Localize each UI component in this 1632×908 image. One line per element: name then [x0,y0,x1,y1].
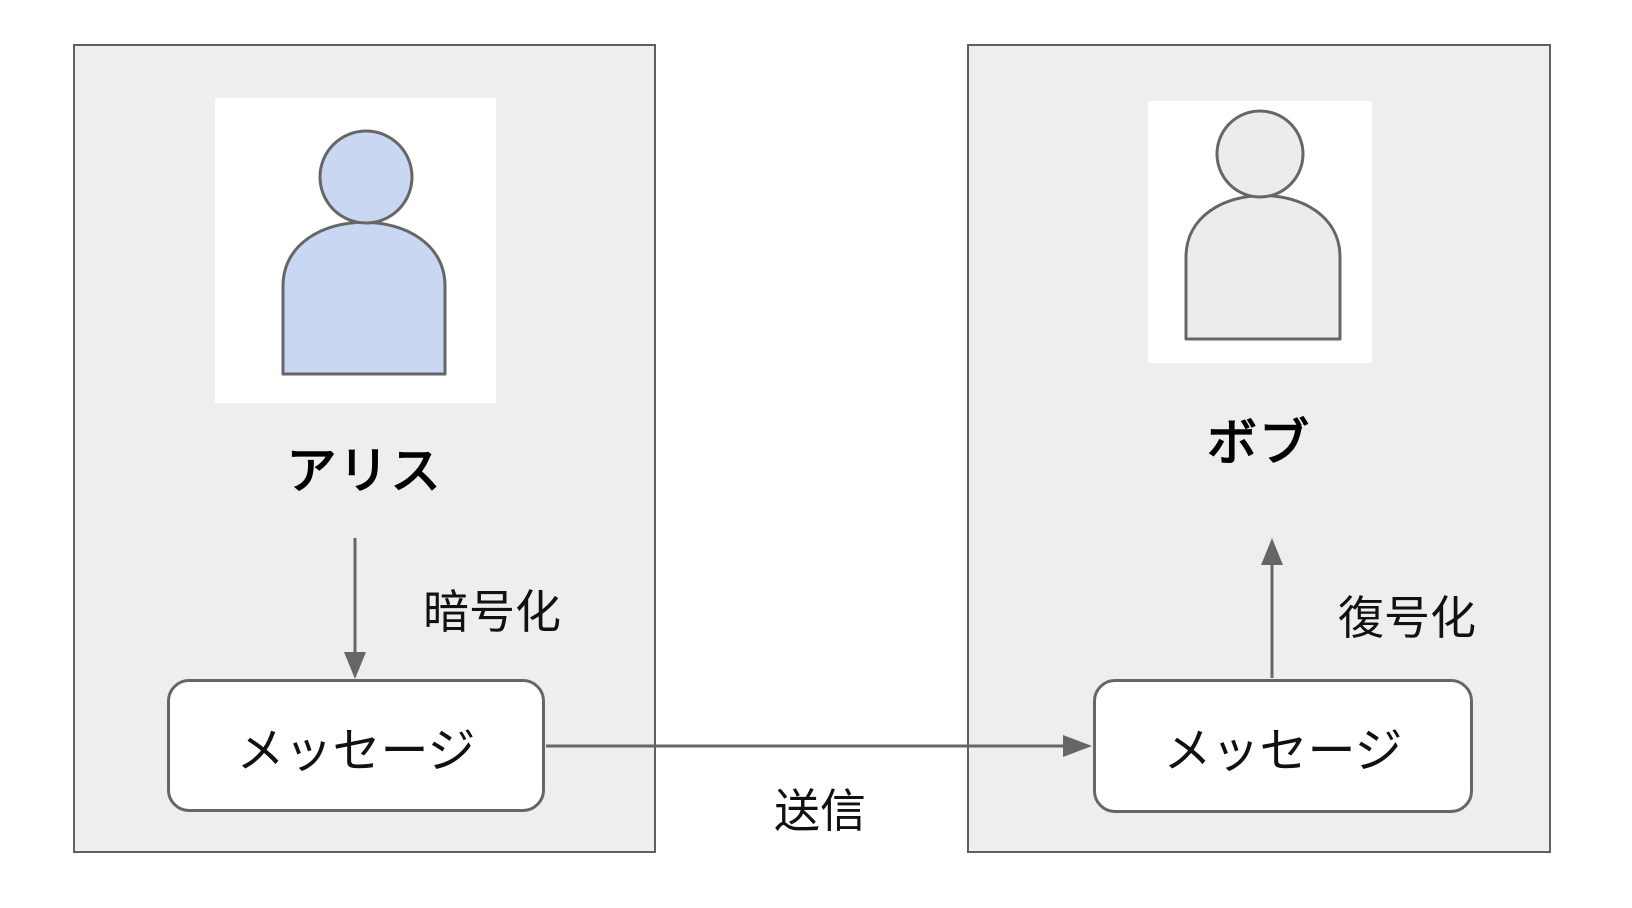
alice-message-box: メッセージ [167,679,545,812]
alice-avatar [215,98,496,403]
person-head [318,129,414,225]
person-head [1215,109,1305,199]
bob-avatar [1148,101,1372,363]
person-body [281,220,447,376]
encrypt-label: 暗号化 [423,586,561,638]
alice-panel: アリス 暗号化 メッセージ [73,44,656,853]
person-icon [281,129,447,376]
alice-name-label: アリス [286,443,443,499]
decrypt-label: 復号化 [1338,592,1476,644]
alice-message-text: メッセージ [236,724,476,778]
bob-message-box: メッセージ [1093,679,1473,813]
send-label: 送信 [774,785,866,837]
person-icon [1184,109,1342,341]
bob-message-text: メッセージ [1163,725,1403,778]
bob-panel: ボブ 復号化 メッセージ [967,44,1551,853]
person-body [1184,194,1342,341]
bob-name-label: ボブ [1207,415,1311,471]
